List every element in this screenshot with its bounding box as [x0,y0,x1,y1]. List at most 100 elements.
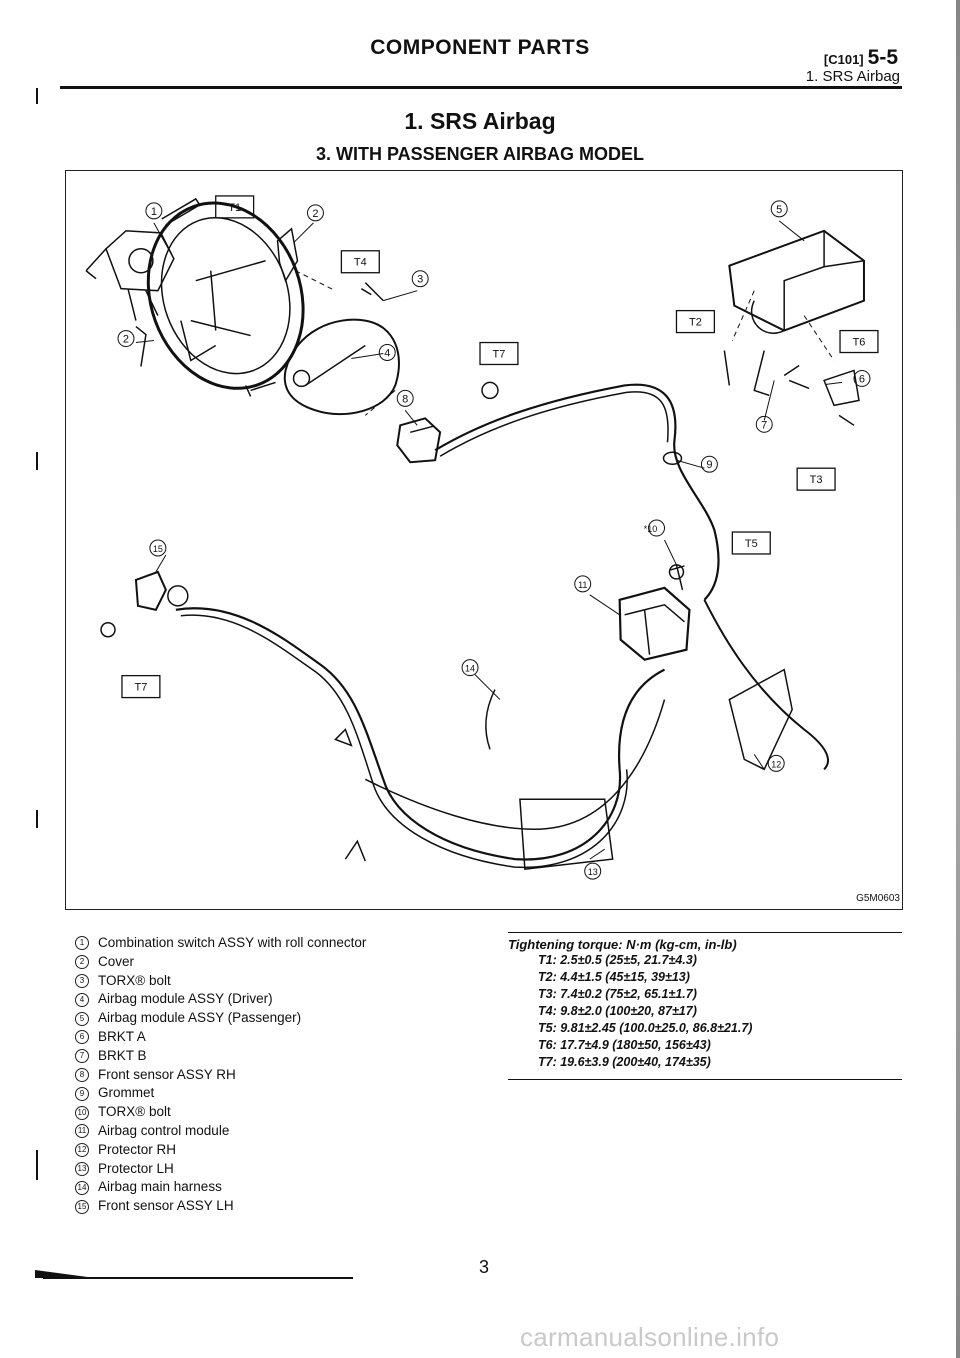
torque-label: T2 [689,317,702,329]
callout-number: 5 [776,204,782,216]
clip [344,839,367,862]
callout-number: *10 [644,524,657,534]
legend-item: 12 Protector RH [75,1141,366,1160]
margin-mark [36,1150,38,1180]
callout-circle [574,575,592,593]
legend-number: 12 [75,1143,89,1158]
protector-rh [728,668,793,771]
callout-number: 1 [151,206,157,218]
legend-text: Cover [98,953,135,969]
torque-value: T1: 2.5±0.5 (25±5, 21.7±4.3) [538,953,697,967]
margin-mark [36,810,38,828]
binding-edge [956,0,960,1358]
torque-box [675,309,716,334]
torque-value: T7: 19.6±3.9 (200±40, 174±35) [538,1055,711,1069]
legend-number: 7 [75,1049,89,1064]
torque-value: T2: 4.4±1.5 (45±15, 39±13) [538,970,690,984]
legend-item: 13 Protector LH [75,1160,366,1179]
legend-text: Protector RH [98,1141,177,1157]
torque-bottom-rule [508,1079,902,1080]
callout-circle [145,202,163,220]
legend-number: 2 [75,955,89,970]
callout-circle [396,389,414,407]
callout-circle [648,519,666,537]
subsection-label: 1. SRS Airbag [805,68,900,85]
legend-number: 13 [75,1161,89,1176]
page-number: 3 [478,1257,489,1277]
torque-value: T3: 7.4±0.2 (75±2, 65.1±1.7) [538,987,697,1001]
legend-number: 15 [75,1199,89,1214]
torque-box [839,329,879,354]
legend-text: Front sensor ASSY RH [98,1066,236,1082]
legend-number: 5 [75,1011,89,1026]
torque-label: T4 [354,257,367,269]
legend-number: 6 [75,1030,89,1045]
callout-number: 9 [706,459,712,471]
airbag-control-module [618,564,691,661]
figure-id: G5M0603 [856,893,900,904]
callout-number: 13 [588,867,598,877]
callout-circle [411,270,429,288]
legend-number: 14 [75,1180,89,1195]
torque-box [121,674,161,699]
grommet [662,451,683,465]
callout-number: 12 [771,759,781,769]
legend-text: Grommet [98,1085,155,1101]
callout-number: 4 [384,347,390,359]
margin-mark [36,88,38,104]
callout-number: 14 [465,664,475,674]
front-sensor-rh [396,417,442,464]
page-heading: 1. SRS Airbag [404,108,556,134]
combination-switch [85,197,201,321]
legend-text: Front sensor ASSY LH [98,1198,234,1214]
torque-label: T7 [493,348,506,360]
torque-specs: Tightening torque: N·m (kg-cm, in-lb) T1… [508,932,902,1080]
callout-circle [770,200,788,218]
bolt [838,414,855,426]
legend-text: TORX® bolt [98,972,171,988]
callout-circle [700,455,718,473]
connector [334,728,353,747]
legend-text: TORX® bolt [98,1104,171,1120]
torque-label: T6 [853,337,866,349]
legend-number: 1 [75,936,89,951]
legend-text: Protector LH [98,1160,174,1176]
legend-number: 8 [75,1067,89,1082]
sensor-bolt [481,381,499,400]
legend-item: 15 Front sensor ASSY LH [75,1197,366,1216]
main-harness [175,599,829,868]
margin-mark [36,452,38,470]
callout-number: 11 [578,580,587,590]
callout-circle [378,344,396,361]
page-reference: 5-5 [867,46,898,69]
header-rule [60,86,902,89]
legend-number: 9 [75,1086,89,1101]
bracket-b [723,350,770,397]
footer-mark [35,1270,95,1278]
legend-number: 10 [75,1105,89,1120]
torque-value: T5: 9.81±2.45 (100.0±25.0, 86.8±21.7) [538,1021,753,1035]
torque-label: T7 [135,682,148,694]
legend-text: Airbag control module [98,1122,230,1138]
callout-circle [461,659,479,677]
legend-number: 11 [75,1124,89,1139]
callout-circle [853,369,871,387]
legend-item: 10 TORX® bolt [75,1103,366,1122]
passenger-airbag-module [728,229,865,334]
bracket-a [823,369,860,407]
torque-title: Tightening torque: N·m (kg-cm, in-lb) [508,937,737,952]
harness-wire [439,391,669,457]
callout-circle [149,539,167,557]
torque-value: T4: 9.8±2.0 (100±20, 87±17) [538,1004,697,1018]
sensor-bolt [100,622,116,638]
section-title: COMPONENT PARTS [370,36,590,59]
callout-circle [584,862,602,880]
driver-airbag-module [283,318,400,416]
